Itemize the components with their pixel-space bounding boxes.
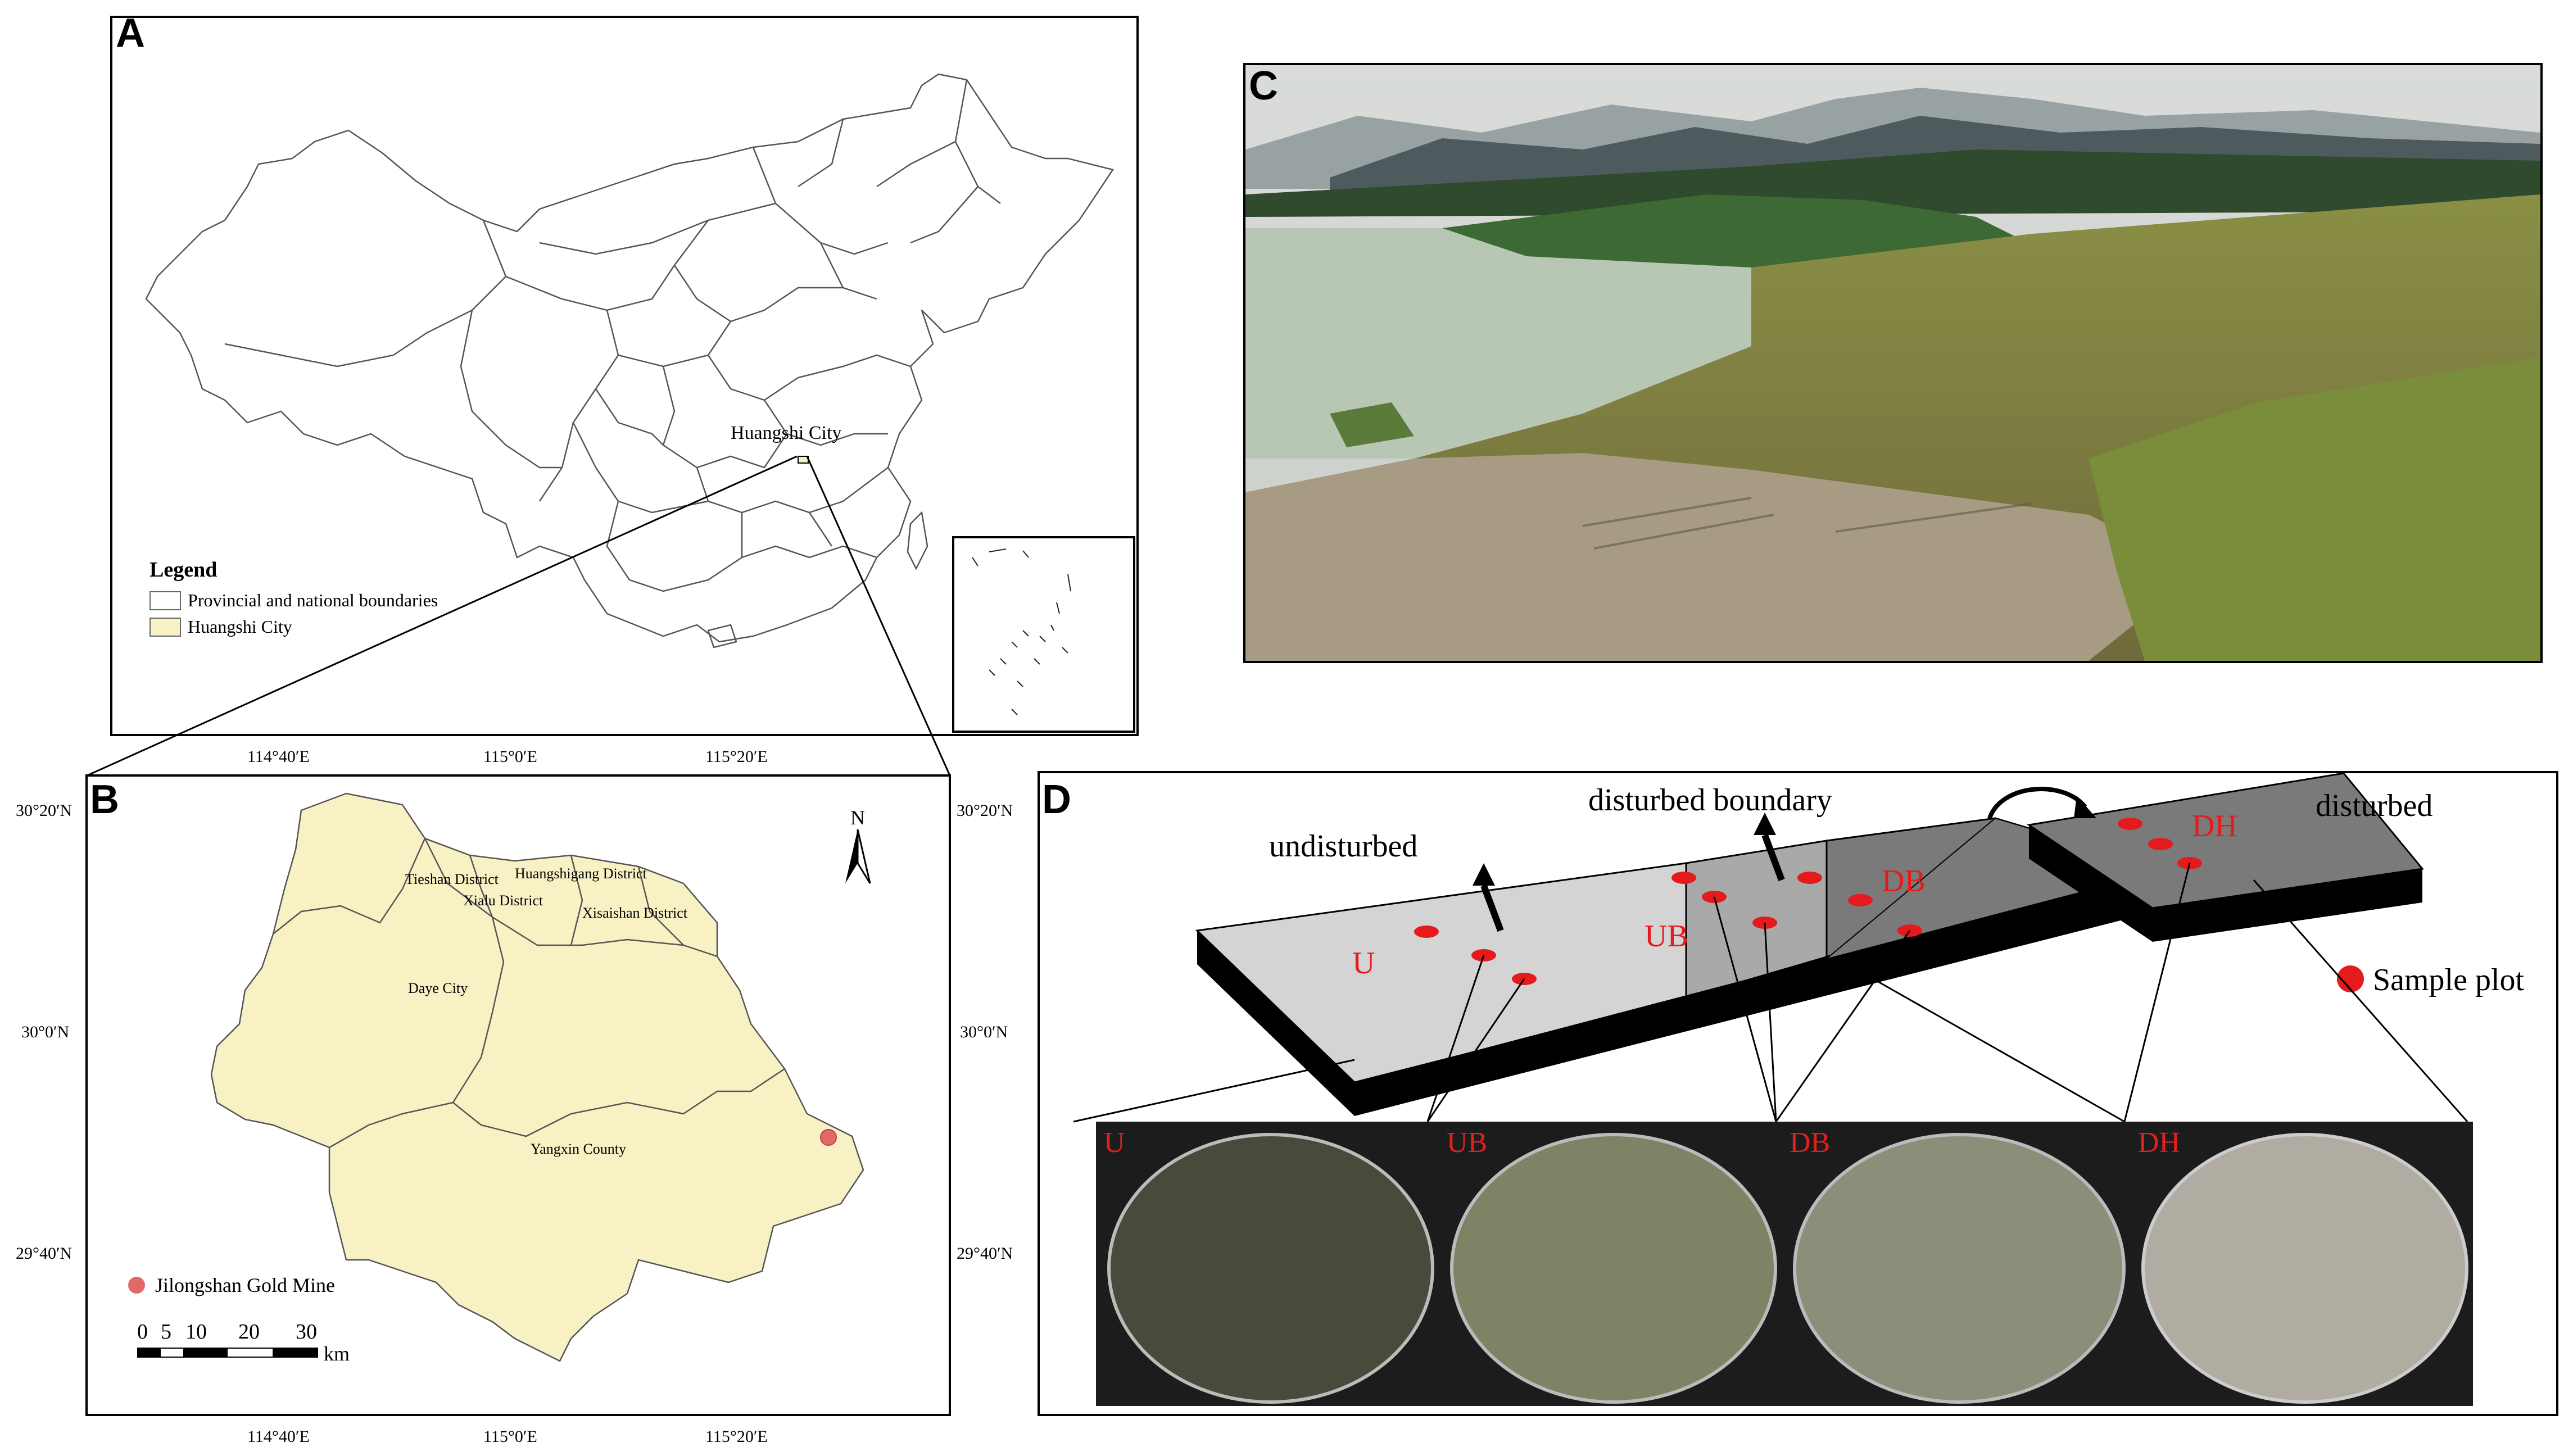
lat-left-2: 30°0′N bbox=[21, 1023, 70, 1041]
district-yangxin: Yangxin County bbox=[531, 1141, 627, 1157]
plot-code-db: DB bbox=[1882, 864, 1926, 899]
scale-bar: 0 5 10 20 30 km bbox=[137, 1319, 396, 1370]
dish-label-dh: DH bbox=[2138, 1127, 2181, 1159]
district-xisaishan: Xisaishan District bbox=[582, 905, 688, 921]
panel-b-legend: Jilongshan Gold Mine bbox=[128, 1273, 335, 1297]
china-provincial-boundaries bbox=[145, 73, 1135, 733]
dish-label-u: U bbox=[1104, 1127, 1125, 1159]
panel-a-label: A bbox=[116, 11, 145, 56]
panel-d-label: D bbox=[1042, 777, 1071, 822]
panel-a-china-map: Huangshi City Legend Provincial and nati… bbox=[110, 16, 1139, 736]
scale-unit: km bbox=[324, 1342, 350, 1365]
legend-title: Legend bbox=[150, 558, 218, 582]
north-arrow: N bbox=[841, 806, 875, 888]
gold-mine-legend-label: Jilongshan Gold Mine bbox=[155, 1274, 335, 1296]
label-disturbed-boundary: disturbed boundary bbox=[1588, 783, 1832, 818]
plot-code-dh: DH bbox=[2192, 809, 2237, 843]
district-tieshan: Tieshan District bbox=[405, 871, 499, 887]
huangshi-city-marker bbox=[798, 456, 809, 464]
dish-connector-lines bbox=[1073, 863, 2468, 1123]
legend-item-boundaries: Provincial and national boundaries bbox=[188, 590, 438, 610]
north-label: N bbox=[850, 806, 865, 829]
label-undisturbed: undisturbed bbox=[1269, 829, 1418, 864]
lat-right-1: 30°20′N bbox=[957, 801, 1013, 820]
panel-a-legend: Legend Provincial and national boundarie… bbox=[150, 557, 438, 637]
panel-c-label: C bbox=[1249, 63, 1278, 108]
dish-label-db: DB bbox=[1790, 1127, 1831, 1159]
dish-u: U bbox=[1096, 1122, 1439, 1406]
scale-num-5: 5 bbox=[161, 1320, 171, 1344]
lon-bottom-3: 115°20′E bbox=[705, 1427, 768, 1446]
legend-swatch-boundaries bbox=[150, 591, 181, 610]
lat-left-3: 29°40′N bbox=[16, 1244, 73, 1263]
petri-dish-strip: U UB DB DH bbox=[1096, 1122, 2473, 1406]
lat-right-2: 30°0′N bbox=[960, 1023, 1008, 1041]
district-huangshigang: Huangshigang District bbox=[515, 865, 647, 882]
district-xialu: Xialu District bbox=[463, 892, 543, 909]
scale-bar-graphic bbox=[137, 1348, 318, 1358]
plot-code-ub: UB bbox=[1645, 919, 1688, 954]
dish-ub: UB bbox=[1439, 1122, 1782, 1406]
lat-right-3: 29°40′N bbox=[957, 1244, 1013, 1263]
dish-dh: DH bbox=[2130, 1122, 2473, 1406]
lon-top-3: 115°20′E bbox=[705, 747, 768, 766]
gold-mine-legend-icon bbox=[128, 1277, 145, 1294]
panel-b-huangshi-map: N Tieshan District Huangshigang District… bbox=[85, 774, 951, 1416]
huangshi-city-area bbox=[210, 792, 864, 1362]
sampling-slab-diagram bbox=[1073, 773, 2468, 1123]
legend-item-huangshi: Huangshi City bbox=[188, 616, 292, 637]
dish-label-ub: UB bbox=[1447, 1127, 1488, 1159]
lon-bottom-1: 114°40′E bbox=[247, 1427, 310, 1446]
legend-swatch-huangshi bbox=[150, 617, 181, 637]
south-china-sea-inset bbox=[952, 536, 1135, 733]
scale-num-20: 20 bbox=[238, 1320, 260, 1344]
lon-top-1: 114°40′E bbox=[247, 747, 310, 766]
huangshi-map bbox=[210, 792, 864, 1362]
north-arrow-icon bbox=[845, 829, 871, 884]
lat-left-1: 30°20′N bbox=[16, 801, 73, 820]
sample-plot-legend: Sample plot bbox=[2373, 963, 2525, 997]
lon-top-2: 115°0′E bbox=[483, 747, 537, 766]
lon-bottom-2: 115°0′E bbox=[483, 1427, 537, 1446]
curved-arrow bbox=[1987, 786, 2087, 819]
scale-num-10: 10 bbox=[185, 1320, 207, 1344]
district-daye: Daye City bbox=[408, 980, 468, 996]
panel-d-sampling-diagram: undisturbed disturbed boundary disturbed… bbox=[1038, 771, 2558, 1416]
label-disturbed: disturbed bbox=[2316, 788, 2433, 823]
site-photo-illustration bbox=[1245, 65, 2540, 661]
panel-b-label: B bbox=[90, 777, 119, 822]
scale-num-30: 30 bbox=[296, 1320, 317, 1344]
panel-c-site-photo bbox=[1243, 63, 2543, 663]
scale-num-0: 0 bbox=[137, 1320, 148, 1344]
huangshi-city-label: Huangshi City bbox=[731, 423, 842, 443]
jilongshan-gold-mine-marker bbox=[820, 1129, 837, 1146]
dish-db: DB bbox=[1782, 1122, 2130, 1406]
plot-code-u: U bbox=[1352, 946, 1375, 981]
direction-arrows bbox=[1480, 833, 1785, 932]
